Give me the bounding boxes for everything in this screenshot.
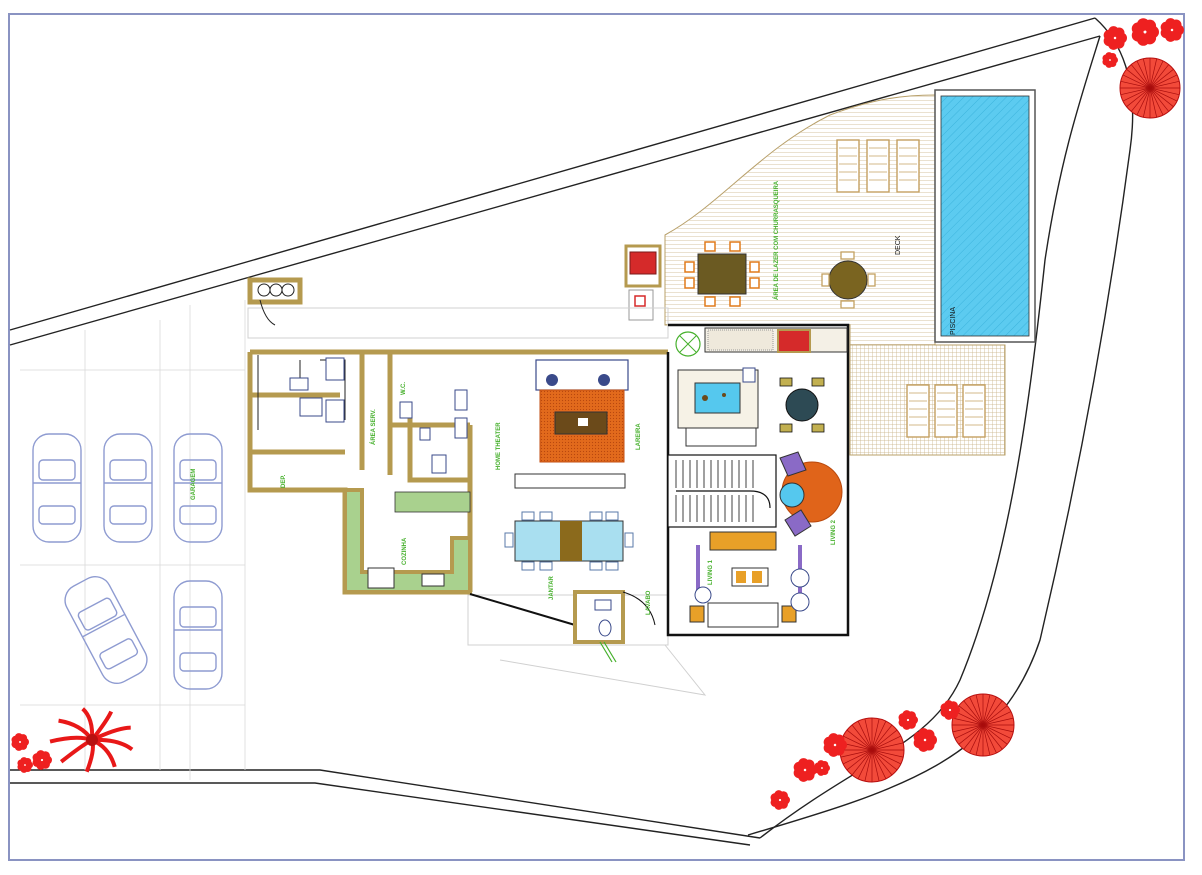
car-icon (173, 580, 223, 690)
living-2-seating: LIVING 2 (779, 451, 843, 545)
home-theater-label: HOME THEATER (496, 422, 502, 470)
trees-icon (11, 18, 1184, 810)
shrub-icon (913, 728, 937, 752)
tree-icon (839, 717, 905, 783)
car-icon (32, 433, 82, 543)
sun-lounger-icon (906, 384, 930, 438)
area-servico-label: ÁREA SERV. (370, 409, 377, 445)
shrub-icon (793, 758, 817, 782)
tree-icon (1119, 57, 1181, 119)
round-outdoor-table (821, 251, 876, 309)
living-2-label: LIVING 2 (831, 519, 837, 545)
page-frame (8, 13, 1185, 861)
service-wing-inner (257, 283, 346, 430)
shrub-icon (1102, 52, 1118, 68)
shrub-icon (940, 700, 960, 720)
shrub-icon (32, 750, 52, 770)
car-icon (173, 433, 223, 543)
jantar-label: JANTAR (549, 575, 555, 600)
pool-label: PISCINA (950, 307, 957, 335)
sun-lounger-icon (866, 139, 890, 193)
shrub-icon (17, 757, 33, 773)
gourmet-counter (675, 327, 848, 357)
shrub-icon (770, 790, 790, 810)
living-1-seating: LIVING 1 (689, 531, 810, 628)
garage-label: GARAGEM (191, 469, 197, 500)
dining-table: JANTAR (504, 511, 634, 600)
lavabo-label: LAVABO (646, 590, 652, 615)
outdoor-dining-table (684, 241, 760, 307)
kitchen: COZINHA (343, 488, 472, 594)
deck-label: DECK (895, 235, 902, 255)
dep-label: DEP. (281, 474, 287, 488)
shrub-icon (814, 760, 831, 776)
shrub-icon (1160, 18, 1184, 42)
barbecue-icon (624, 244, 662, 321)
parking-grid (20, 300, 246, 780)
sun-loungers (836, 139, 986, 438)
palm-frond (49, 735, 93, 744)
suite-servico-label: W.C. (401, 382, 407, 395)
living-lounge (677, 367, 825, 447)
sun-lounger-icon (836, 139, 860, 193)
shrub-icon (823, 733, 847, 757)
shrub-icon (11, 733, 30, 751)
lavabo (469, 590, 656, 663)
car-icon (64, 575, 148, 685)
shrub-icon (1131, 18, 1159, 46)
living-1-label: LIVING 1 (708, 559, 714, 585)
service-fixtures (289, 357, 468, 474)
shrub-icon (898, 710, 918, 730)
lareira-label: LAREIRA (636, 423, 642, 450)
living-walls (666, 323, 850, 637)
gourmet-label: ÁREA DE LAZER COM CHURRASQUEIRA (773, 180, 780, 300)
staircase (667, 454, 777, 528)
pool: PISCINA (934, 89, 1036, 343)
kitchen-label: COZINHA (402, 537, 408, 565)
tree-icon (951, 693, 1015, 757)
house-footprint (247, 307, 707, 696)
shrub-icon (1103, 26, 1127, 50)
car-icon (103, 433, 153, 543)
parked-cars (32, 433, 223, 690)
home-theater: HOME THEATER LAREIRA (496, 359, 642, 489)
sun-lounger-icon (896, 139, 920, 193)
sun-lounger-icon (962, 384, 986, 438)
palm-tree-icon (49, 707, 134, 773)
sun-lounger-icon (934, 384, 958, 438)
